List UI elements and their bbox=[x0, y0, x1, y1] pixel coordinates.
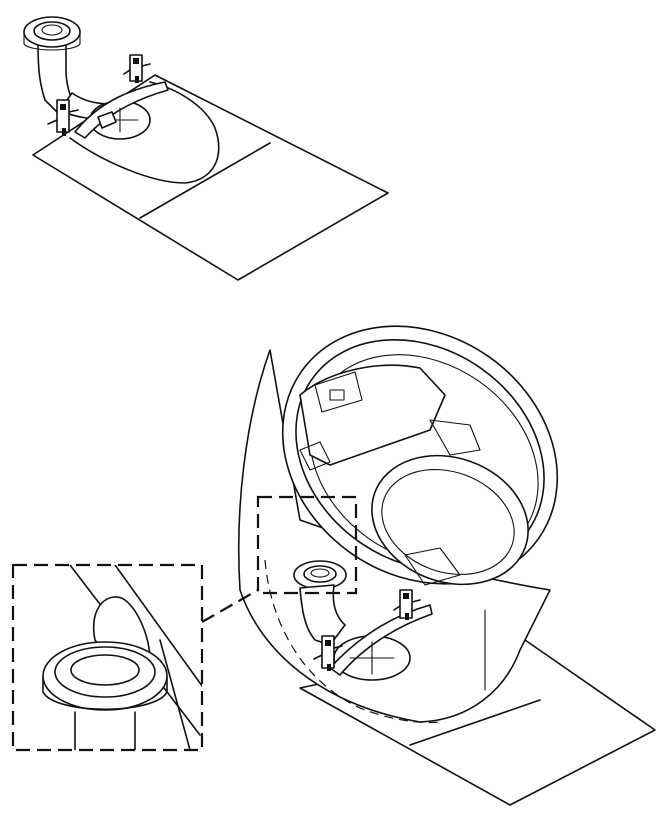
step-1-floor-flange bbox=[74, 81, 169, 140]
callout-frame bbox=[11, 563, 204, 752]
step-1-illustration bbox=[23, 16, 389, 281]
step-2-detail-region bbox=[256, 495, 358, 595]
step-1-outlet-pipe bbox=[23, 16, 111, 120]
callout-outlet-seal-detail bbox=[42, 565, 202, 750]
step-2-hidden-edge bbox=[264, 559, 441, 724]
step-2-mounting-bracket-left bbox=[313, 635, 343, 671]
detail-callout bbox=[11, 563, 259, 752]
step-2-mounting-bracket-right bbox=[393, 589, 421, 620]
step-1-mounting-bracket-left bbox=[47, 99, 79, 136]
step-1-mounting-bracket-right bbox=[123, 54, 151, 83]
callout-leader-line bbox=[201, 589, 259, 623]
step-2-illustration bbox=[237, 325, 656, 806]
step-2-floor-flange bbox=[329, 604, 433, 681]
step-2-outlet-pipe bbox=[293, 560, 347, 646]
